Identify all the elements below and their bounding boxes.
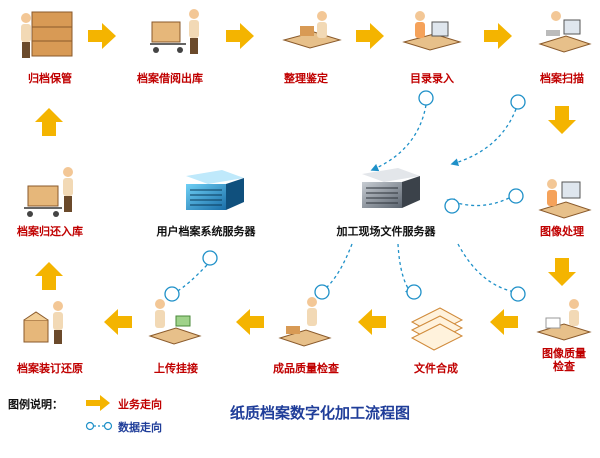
- step-label-product-qc: 成品质量检查: [273, 362, 339, 375]
- step-label-scan: 档案扫描: [540, 72, 584, 85]
- business-arrow-icon: [548, 106, 576, 134]
- image-process-icon: [538, 179, 592, 219]
- step-label-image-qc: 图像质量检查: [542, 347, 586, 373]
- business-arrow-icon: [358, 309, 386, 335]
- data-flow-connectors: [164, 90, 526, 302]
- server-label-site-file: 加工现场文件服务器: [336, 225, 436, 238]
- step-label-return-storage: 档案归还入库: [17, 225, 83, 238]
- upload-mount-icon: [148, 299, 202, 345]
- sort-appraise-icon: [282, 11, 342, 49]
- legend-label: 图例说明：: [8, 398, 63, 411]
- legend-data-arrow-icon: [85, 421, 113, 431]
- business-arrow-icon: [548, 258, 576, 286]
- business-arrow-icon: [236, 309, 264, 335]
- legend-business-arrow-icon: [86, 395, 110, 411]
- scan-icon: [538, 11, 592, 53]
- step-label-borrow-out: 档案借阅出库: [137, 72, 203, 85]
- archive-storage-icon: [21, 11, 73, 58]
- site-file-server-icon: [362, 168, 420, 208]
- business-arrow-icon: [356, 23, 384, 49]
- step-label-rebind-restore: 档案装订还原: [17, 362, 83, 375]
- rebind-restore-icon: [23, 301, 63, 344]
- business-arrow-icon: [484, 23, 512, 49]
- step-label-catalog-entry: 目录录入: [410, 72, 454, 85]
- file-compose-icon: [410, 307, 464, 351]
- step-label-sort-appraise: 整理鉴定: [284, 72, 328, 85]
- business-arrow-icon: [226, 23, 254, 49]
- business-arrow-icon: [35, 262, 63, 290]
- borrow-out-icon: [150, 9, 199, 54]
- business-arrow-icon: [104, 309, 132, 335]
- legend-data-flow: 数据走向: [118, 421, 162, 434]
- business-arrow-icon: [490, 309, 518, 335]
- catalog-entry-icon: [402, 11, 462, 51]
- legend-business-flow: 业务走向: [118, 398, 162, 411]
- step-label-upload-mount: 上传挂接: [154, 362, 198, 375]
- user-archive-server-icon: [186, 170, 244, 210]
- return-storage-icon: [24, 167, 73, 217]
- server-label-user-archive: 用户档案系统服务器: [156, 225, 256, 238]
- diagram-title: 纸质档案数字化加工流程图: [230, 404, 411, 422]
- business-arrow-icon: [88, 23, 116, 49]
- business-arrows: [35, 23, 576, 335]
- product-qc-icon: [278, 297, 332, 347]
- step-label-image-process: 图像处理: [540, 225, 584, 238]
- business-arrow-icon: [35, 108, 63, 136]
- step-label-archive-storage: 归档保管: [28, 72, 72, 85]
- step-label-file-compose: 文件合成: [414, 362, 458, 375]
- image-qc-icon: [536, 299, 592, 341]
